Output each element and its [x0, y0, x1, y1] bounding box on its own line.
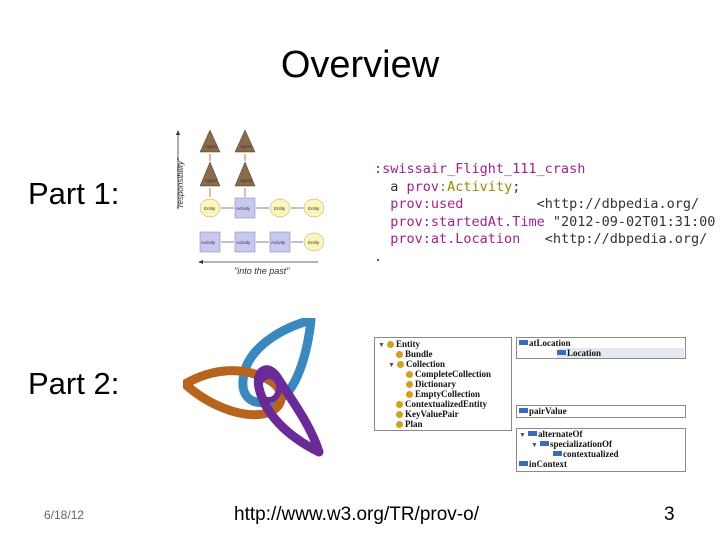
property-icon: [553, 451, 562, 456]
prov-diagram: "responsibility" Agent Agent Agent Agent…: [168, 128, 336, 280]
svg-text:Agent: Agent: [240, 144, 253, 149]
class-icon: [406, 381, 413, 388]
class-icon: [406, 371, 413, 378]
agent-icon: Agent: [235, 162, 255, 186]
svg-text:Entity: Entity: [308, 240, 320, 245]
svg-text:Entity: Entity: [204, 206, 216, 211]
prov-o-logo: [183, 318, 327, 460]
svg-text:Agent: Agent: [240, 178, 253, 183]
page-number: 3: [664, 504, 675, 526]
property-icon: [519, 461, 528, 466]
svg-text:Agent: Agent: [205, 178, 218, 183]
code-subject: :swissair_Flight_111_crash: [374, 161, 585, 177]
class-icon: [396, 421, 403, 428]
class-icon: [396, 351, 403, 358]
tree-item[interactable]: Location: [557, 348, 684, 358]
tree-item[interactable]: inContext: [519, 459, 567, 469]
property-icon: [557, 350, 566, 355]
tree-item[interactable]: CompleteCollection: [406, 369, 491, 379]
svg-text:Entity: Entity: [274, 206, 286, 211]
agent-icon: Agent: [200, 162, 220, 186]
activity-node: Activity: [200, 232, 220, 252]
svg-text:Activity: Activity: [236, 206, 251, 211]
pair-value-property-panel: pairValue: [516, 405, 686, 418]
tree-item[interactable]: ▼Entity: [378, 339, 420, 349]
property-icon: [540, 441, 549, 446]
tree-item[interactable]: ▼specializationOf: [531, 439, 612, 449]
class-icon: [396, 411, 403, 418]
class-icon: [406, 391, 413, 398]
svg-text:Activity: Activity: [236, 240, 251, 245]
tree-item[interactable]: Bundle: [396, 349, 433, 359]
code-terminator: .: [374, 249, 382, 265]
alternate-of-property-panel: ▼alternateOf ▼specializationOf contextua…: [516, 428, 686, 472]
entity-node: Entity: [304, 233, 324, 251]
footer-url[interactable]: http://www.w3.org/TR/prov-o/: [234, 504, 479, 526]
footer-date: 6/18/12: [44, 508, 84, 522]
responsibility-label: "responsibility": [176, 157, 185, 210]
agent-icon: Agent: [235, 130, 255, 152]
class-icon: [397, 361, 404, 368]
tree-item[interactable]: Plan: [396, 419, 423, 429]
tree-item[interactable]: atLocation: [519, 338, 571, 348]
tree-item[interactable]: ContextualizedEntity: [396, 399, 487, 409]
part2-label: Part 2:: [28, 366, 119, 402]
svg-text:Activity: Activity: [201, 240, 216, 245]
property-icon: [528, 431, 537, 436]
entity-node: Entity: [270, 199, 290, 217]
tree-item[interactable]: Dictionary: [406, 379, 456, 389]
tree-item[interactable]: pairValue: [519, 406, 567, 416]
tree-item[interactable]: ▼Collection: [388, 359, 445, 369]
property-icon: [519, 408, 528, 413]
svg-text:Entity: Entity: [308, 206, 320, 211]
tree-item[interactable]: KeyValuePair: [396, 409, 459, 419]
class-icon: [396, 401, 403, 408]
entity-node: Entity: [304, 199, 324, 217]
tree-item[interactable]: contextualized: [553, 449, 619, 459]
activity-node: Activity: [270, 232, 290, 252]
entity-node: Entity: [200, 199, 220, 217]
class-icon: [387, 341, 394, 348]
activity-node: Activity: [235, 198, 255, 218]
location-property-panel: atLocation Location: [516, 337, 686, 359]
class-hierarchy-panel: ▼Entity Bundle ▼Collection CompleteColle…: [374, 337, 512, 431]
agent-icon: Agent: [200, 130, 220, 152]
activity-node: Activity: [235, 232, 255, 252]
tree-item[interactable]: EmptyCollection: [406, 389, 480, 399]
past-label: "into the past": [234, 266, 290, 276]
svg-text:Agent: Agent: [205, 144, 218, 149]
slide-title: Overview: [0, 44, 720, 87]
property-icon: [519, 340, 528, 345]
svg-text:Activity: Activity: [271, 240, 286, 245]
part1-label: Part 1:: [28, 176, 119, 212]
turtle-code-block: :swissair_Flight_111_crash a prov:Activi…: [374, 161, 715, 266]
tree-item[interactable]: ▼alternateOf: [519, 429, 582, 439]
